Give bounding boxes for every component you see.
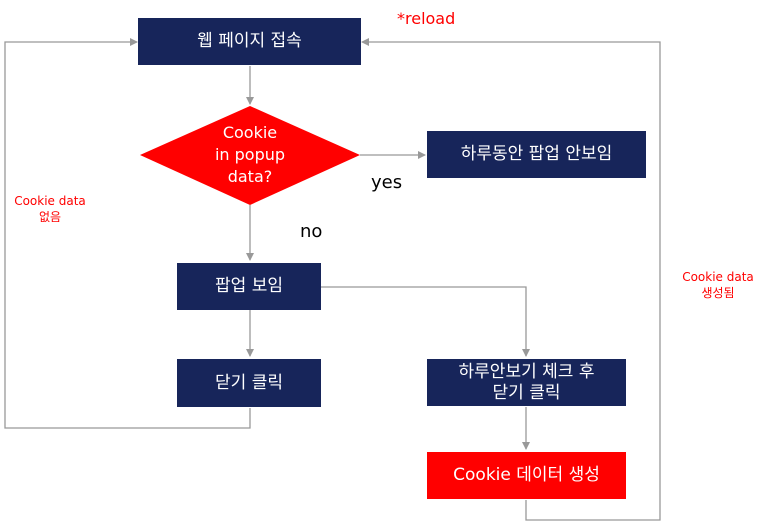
no-label: no: [300, 221, 323, 242]
close-click-box: 닫기 클릭: [177, 359, 321, 407]
yes-label: yes: [371, 172, 403, 193]
create-cookie-label: Cookie 데이터 생성: [453, 465, 600, 485]
check-and-close-label: 하루안보기 체크 후 닫기 클릭: [458, 361, 595, 403]
no-cookie-label: Cookie data 없음: [14, 194, 86, 224]
cookie-check-decision: Cookie in popup data?: [175, 118, 325, 192]
arrow-show-to-checkclose: [321, 286, 530, 357]
loop-cookie-created: [361, 38, 661, 521]
visit-page-box: 웹 페이지 접속: [138, 18, 361, 65]
create-cookie-box: Cookie 데이터 생성: [427, 452, 626, 499]
cookie-created-label: Cookie data 생성됨: [682, 270, 754, 300]
visit-page-label: 웹 페이지 접속: [197, 31, 302, 51]
reload-label: *reload: [397, 9, 456, 28]
show-popup-box: 팝업 보임: [177, 263, 321, 310]
cookie-check-label: Cookie in popup data?: [214, 123, 286, 186]
check-and-close-box: 하루안보기 체크 후 닫기 클릭: [427, 359, 626, 406]
close-click-label: 닫기 클릭: [215, 372, 283, 393]
show-popup-label: 팝업 보임: [215, 276, 283, 296]
hide-today-label: 하루동안 팝업 안보임: [460, 144, 613, 164]
loop-no-cookie: [4, 38, 251, 429]
decision-diamond: [140, 106, 360, 205]
hide-today-box: 하루동안 팝업 안보임: [427, 131, 646, 178]
